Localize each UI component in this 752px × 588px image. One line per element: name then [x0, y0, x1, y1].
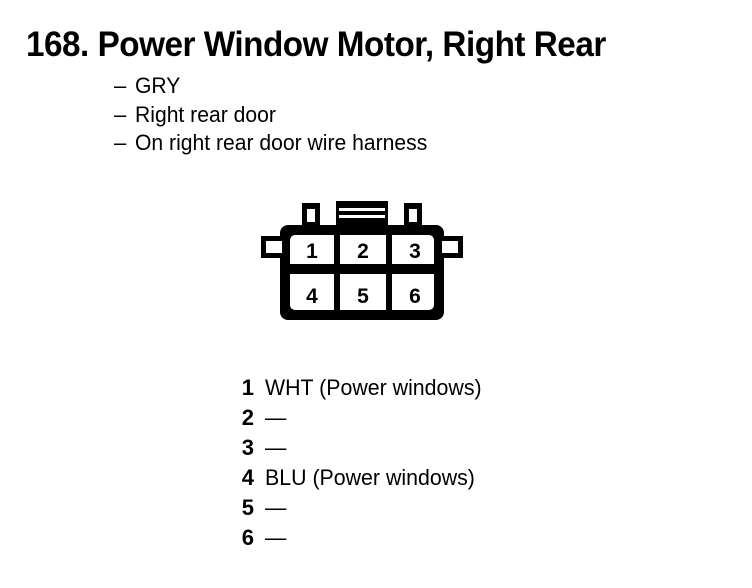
cavity-divider-top-left — [334, 235, 340, 264]
en-dash-bullet-icon: – — [114, 130, 127, 155]
ear-slot-left — [266, 241, 282, 253]
connector-body-outline — [261, 201, 463, 320]
pin-description: BLU (Power windows) — [265, 465, 475, 490]
page-title: 168. Power Window Motor, Right Rear — [26, 25, 606, 64]
cavity-label-3: 3 — [409, 240, 421, 263]
pin-number: 4 — [241, 465, 254, 490]
cavity-divider-bottom-right — [386, 274, 392, 310]
list-item: – On right rear door wire harness — [114, 129, 439, 158]
list-item: – Right rear door — [114, 101, 439, 130]
cavity-divider-bottom-left — [334, 274, 340, 310]
connector-drawing: 1 2 3 4 5 6 — [261, 201, 463, 320]
latch-stripe-upper — [339, 208, 385, 211]
cavity-label-5: 5 — [357, 285, 369, 308]
cavity-row-bottom-cutout — [290, 274, 434, 310]
tab-hole-right — [409, 209, 417, 222]
table-row: 4 BLU (Power windows) — [232, 463, 488, 493]
cavity-label-6: 6 — [409, 285, 421, 308]
latch-stripe-lower — [339, 215, 385, 218]
pin-description: — — [265, 525, 287, 550]
table-row: 3 — — [232, 433, 488, 463]
component-notes-list: – GRY – Right rear door – On right rear … — [114, 72, 439, 158]
en-dash-bullet-icon: – — [114, 73, 127, 98]
pin-number: 3 — [241, 435, 254, 460]
pin-number: 6 — [241, 525, 254, 550]
note-text: On right rear door wire harness — [135, 130, 428, 155]
table-row: 5 — — [232, 493, 488, 523]
connector-diagram: 1 2 3 4 5 6 — [255, 200, 470, 330]
note-text: Right rear door — [135, 101, 276, 127]
ear-slot-right — [442, 241, 458, 253]
table-row: 2 — — [232, 403, 488, 433]
pin-number: 2 — [241, 405, 254, 430]
pin-description: — — [265, 435, 287, 460]
note-text: GRY — [135, 73, 181, 98]
pin-description: WHT (Power windows) — [265, 375, 482, 400]
pin-description: — — [265, 405, 287, 430]
table-row: 6 — — [232, 523, 488, 553]
cavity-label-2: 2 — [357, 240, 369, 263]
list-item: – GRY — [114, 72, 439, 101]
cavity-divider-top-right — [386, 235, 392, 264]
pinout-table: 1 WHT (Power windows) 2 — 3 — 4 BLU (Pow… — [232, 373, 488, 553]
cavity-label-4: 4 — [306, 285, 318, 308]
pin-number: 1 — [241, 375, 254, 400]
cavity-label-1: 1 — [306, 240, 318, 263]
tab-hole-left — [307, 209, 315, 222]
pin-description: — — [265, 495, 287, 520]
pin-number: 5 — [241, 495, 254, 520]
cavity-row-top-cutout — [290, 235, 434, 264]
en-dash-bullet-icon: – — [114, 101, 127, 127]
table-row: 1 WHT (Power windows) — [232, 373, 488, 403]
